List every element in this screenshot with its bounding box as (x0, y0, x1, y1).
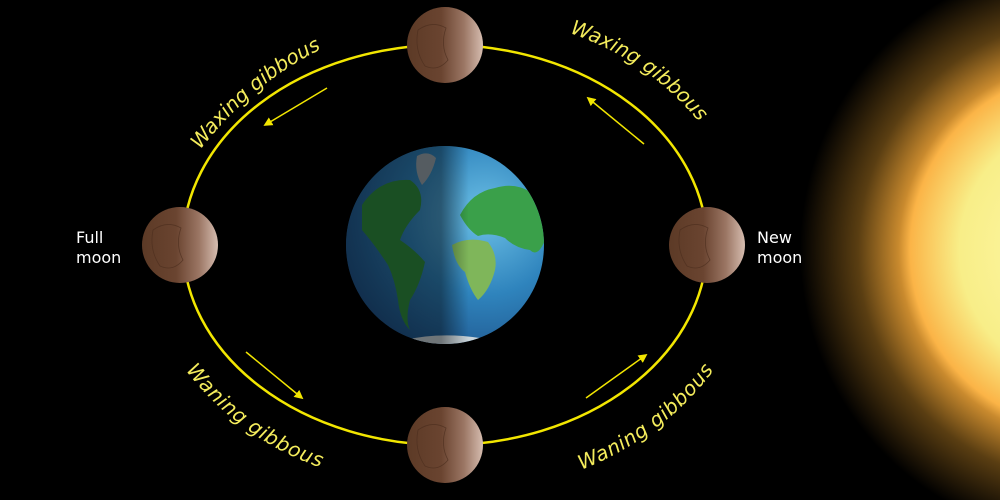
label-full-moon-line2: moon (76, 248, 122, 267)
sun (760, 0, 1000, 500)
label-new-moon-line2: moon (757, 248, 803, 267)
label-new-moon: New moon (757, 228, 802, 268)
moon-left-full (142, 207, 218, 283)
label-new-moon-line1: New (757, 228, 792, 247)
label-full-moon-line1: Full (76, 228, 104, 247)
arrow-top-right (586, 96, 645, 145)
arrow-bottom-right (585, 353, 648, 399)
label-waxing-gibbous-top-right: Waxing gibbous (568, 15, 714, 125)
earth (346, 146, 544, 344)
moon-top (407, 7, 483, 83)
label-waning-gibbous-bottom-right: Waning gibbous (574, 358, 718, 474)
arrow-bottom-left (245, 351, 304, 400)
moon-right-new (669, 207, 745, 283)
arrow-top-left (263, 87, 328, 126)
label-full-moon: Full moon (76, 228, 121, 268)
moon-bottom (407, 407, 483, 483)
orbit-direction-arrows (245, 87, 648, 400)
label-waxing-gibbous-top-left: Waxing gibbous (185, 32, 323, 153)
